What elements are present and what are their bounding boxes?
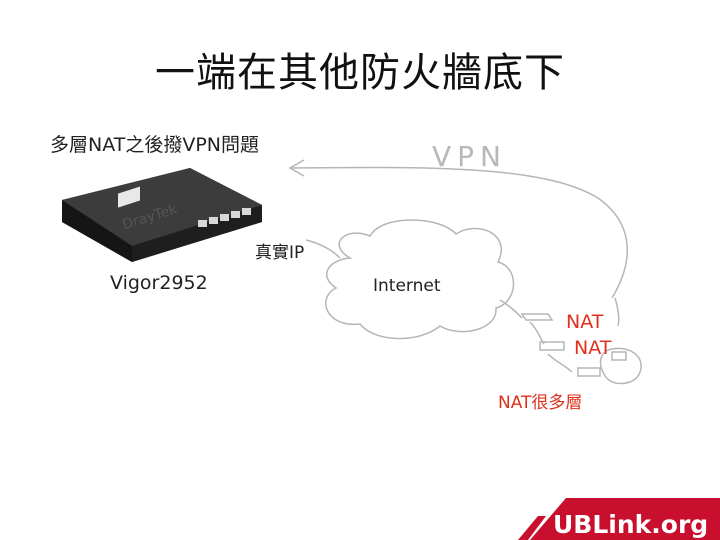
vpn-label: VPN [432,140,507,173]
nat-label-1: NAT [566,311,604,333]
router-sticker [118,186,140,208]
real-ip-label: 真實IP [255,243,305,263]
nat-label-2: NAT [574,337,612,359]
router-model-label: Vigor2952 [110,272,208,294]
slide-title: 一端在其他防火牆底下 [155,50,565,96]
internet-cloud [325,219,515,340]
problem-subtitle: 多層NAT之後撥VPN問題 [50,134,260,156]
internet-label: Internet [373,276,441,296]
vpn-arrow [288,159,629,327]
router-device: DrayTek [62,168,262,262]
connector-lines [305,239,573,373]
nat-device-sketches [520,313,642,385]
router-ports [198,208,251,227]
nat-multi-layer-label: NAT很多層 [498,393,583,413]
ublink-logo [518,498,720,540]
footer-brand-text: UBLink.org [553,510,709,539]
